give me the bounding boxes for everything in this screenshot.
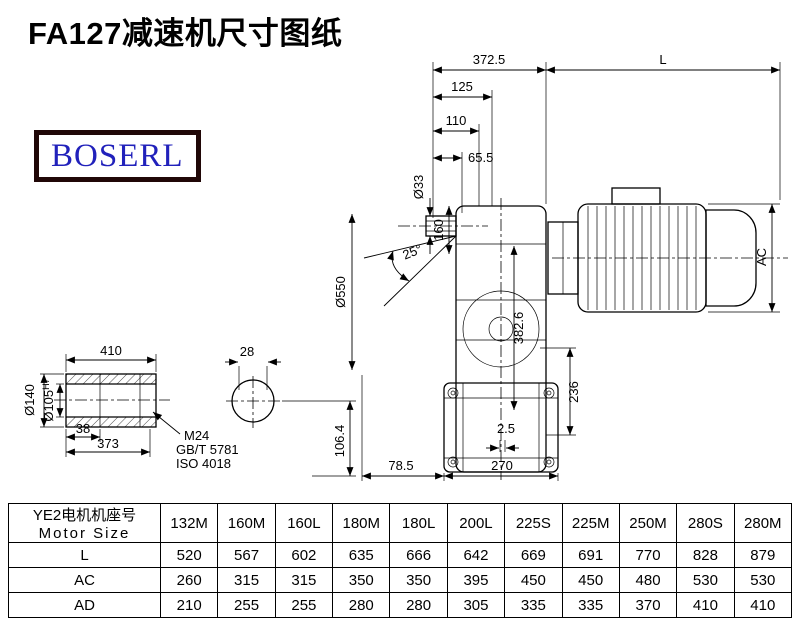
cell-L-200L: 642 [446, 542, 506, 568]
motor-size-header-en: Motor Size [38, 525, 131, 542]
cell-AC-160L: 315 [274, 567, 334, 593]
cell-AC-280S: 530 [676, 567, 735, 593]
bore-dia-value: Ø105 [41, 390, 56, 422]
cell-L-160L: 602 [274, 542, 334, 568]
dim-78-5: 78.5 [388, 458, 413, 473]
cell-AC-180M: 350 [332, 567, 391, 593]
cell-L-180M: 635 [332, 542, 391, 568]
fan-cover [705, 209, 757, 307]
column-header-280M: 280M [733, 503, 793, 543]
dim-28: 28 [240, 344, 254, 359]
row-label-AC: AC [8, 567, 161, 593]
column-header-132M: 132M [159, 503, 219, 543]
dim-372-5: 372.5 [473, 52, 506, 67]
side-dimensions: Ø550 382.6 AC 236 2.5 78.5 270 106.4 [282, 203, 780, 481]
cell-AC-280M: 530 [733, 567, 793, 593]
gearbox-foot-flange [443, 382, 559, 473]
dim-2-5: 2.5 [497, 421, 515, 436]
shaft-wall-top [65, 373, 157, 385]
dim-382-6: 382.6 [511, 312, 526, 345]
label-screw-std-iso: ISO 4018 [176, 456, 231, 471]
shaft-outline [65, 373, 157, 428]
terminal-box [611, 187, 661, 205]
column-header-180M: 180M [332, 503, 391, 543]
bolt-hole [543, 456, 555, 468]
cell-AC-132M: 260 [159, 567, 219, 593]
page-title: FA127减速机尺寸图纸 [28, 16, 343, 51]
cell-AC-160M: 315 [217, 567, 276, 593]
bolt-hole [447, 387, 459, 399]
dim-373: 373 [97, 436, 119, 451]
dim-410: 410 [100, 343, 122, 358]
output-shaft-stub [425, 215, 457, 237]
technical-drawing: 372.5 L 125 110 65.5 Ø33 160 25° Ø550 38… [22, 52, 788, 481]
dim-236: 236 [566, 381, 581, 403]
column-header-180L: 180L [389, 503, 448, 543]
cell-L-225S: 669 [504, 542, 563, 568]
row-label-L: L [8, 542, 161, 568]
cell-L-280S: 828 [676, 542, 735, 568]
dim-65-5: 65.5 [468, 150, 493, 165]
column-header-225M: 225M [561, 503, 620, 543]
cell-L-160M: 567 [217, 542, 276, 568]
cell-AC-180L: 350 [389, 567, 448, 593]
bore-tolerance: H7 [41, 378, 51, 390]
dim-outer-dia: Ø140 [22, 384, 37, 416]
bolt-hole [543, 387, 555, 399]
column-header-160M: 160M [217, 503, 276, 543]
label-screw-std-gb: GB/T 5781 [176, 442, 239, 457]
column-header-280S: 280S [676, 503, 735, 543]
cell-AC-250M: 480 [618, 567, 678, 593]
cell-L-132M: 520 [159, 542, 219, 568]
cell-L-280M: 879 [733, 542, 793, 568]
dim-AC: AC [754, 248, 769, 266]
dim-110: 110 [446, 113, 467, 128]
gearbox-main-view [398, 187, 788, 480]
cell-L-250M: 770 [618, 542, 678, 568]
dim-270: 270 [491, 458, 513, 473]
column-header-160L: 160L [274, 503, 334, 543]
cell-AC-225M: 450 [561, 567, 620, 593]
top-dimensions: 372.5 L 125 110 65.5 Ø33 160 25° [363, 52, 781, 307]
cell-L-225M: 691 [561, 542, 620, 568]
bolt-hole [447, 456, 459, 468]
boserl-logo: BOSERL [34, 130, 201, 182]
dim-160: 160 [431, 219, 446, 241]
dim-shaft-dia: Ø33 [411, 175, 426, 200]
dim-bore-dia: Ø105H7 [41, 378, 56, 421]
motor-size-header-cn: YE2电机机座号 [32, 507, 137, 524]
dim-38: 38 [76, 421, 90, 436]
dim-L: L [659, 52, 666, 67]
column-header-225S: 225S [504, 503, 563, 543]
column-header-250M: 250M [618, 503, 678, 543]
cell-AC-200L: 395 [446, 567, 506, 593]
boserl-logo-text: BOSERL [51, 137, 184, 174]
dim-106-4: 106.4 [332, 425, 347, 458]
hollow-shaft-section-view: 410 38 373 Ø140 Ø105H7 M24 GB/T 5781 ISO… [22, 343, 239, 471]
cell-L-180L: 666 [389, 542, 448, 568]
gear-boss-circle [462, 290, 540, 368]
dim-angle: 25° [400, 241, 424, 262]
cell-AC-225S: 450 [504, 567, 563, 593]
label-screw: M24 [184, 428, 209, 443]
shaft-end-view: 28 [225, 344, 281, 428]
dim-125: 125 [451, 79, 473, 94]
dim-housing-dia: Ø550 [333, 276, 348, 308]
column-header-200L: 200L [446, 503, 506, 543]
